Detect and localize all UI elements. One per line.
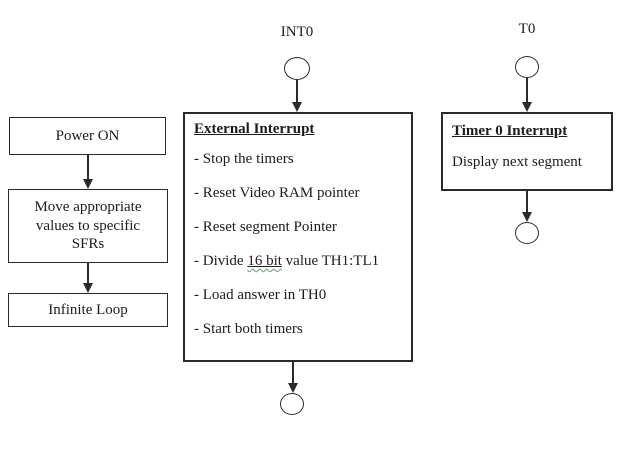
arrow-head-icon (292, 102, 302, 112)
ext-item-divide: - Divide 16 bit value TH1:TL1 (194, 251, 405, 271)
arrow-sfr-to-loop (83, 263, 93, 293)
sfr-setup-box: Move appropriate values to specific SFRs (8, 189, 168, 263)
t0-entry-circle (515, 56, 539, 78)
timer0-body-text: Display next segment (452, 154, 582, 170)
arrow-int0-to-box (292, 80, 302, 112)
arrow-head-icon (83, 179, 93, 189)
arrow-head-icon (522, 102, 532, 112)
arrow-line (87, 263, 89, 283)
t0-exit-circle (515, 222, 539, 244)
arrow-head-icon (522, 212, 532, 222)
ext-item-start-timers: - Start both timers (194, 321, 303, 337)
ext-item-reset-segment: - Reset segment Pointer (194, 219, 337, 235)
arrow-timerbox-to-exit (522, 191, 532, 222)
arrow-line (292, 362, 294, 383)
divide-prefix: - Divide (194, 253, 248, 269)
divide-suffix: value TH1:TL1 (281, 253, 380, 269)
ext-item-reset-vram: - Reset Video RAM pointer (194, 185, 360, 201)
power-on-box: Power ON (9, 117, 166, 155)
external-interrupt-title: External Interrupt (194, 121, 315, 137)
arrow-t0-to-box (522, 78, 532, 112)
arrow-power-to-sfr (83, 155, 93, 189)
infinite-loop-box: Infinite Loop (8, 293, 168, 327)
arrow-line (87, 155, 89, 179)
timer0-interrupt-title: Timer 0 Interrupt (452, 123, 568, 139)
arrow-line (526, 191, 528, 212)
arrow-extbox-to-exit (288, 362, 298, 393)
int0-entry-circle (284, 57, 310, 80)
timer0-interrupt-box: Timer 0 Interrupt Display next segment (441, 112, 613, 191)
t0-label: T0 (518, 21, 536, 37)
ext-item-stop-timers: - Stop the timers (194, 151, 294, 167)
int0-label: INT0 (280, 24, 314, 40)
arrow-line (526, 78, 528, 102)
ext-item-load-answer: - Load answer in TH0 (194, 287, 327, 303)
arrow-head-icon (83, 283, 93, 293)
arrow-head-icon (288, 383, 298, 393)
arrow-line (296, 80, 298, 102)
external-interrupt-box: External Interrupt - Stop the timers - R… (183, 112, 413, 362)
int0-exit-circle (280, 393, 304, 415)
divide-underlined-term: 16 bit (247, 253, 282, 269)
